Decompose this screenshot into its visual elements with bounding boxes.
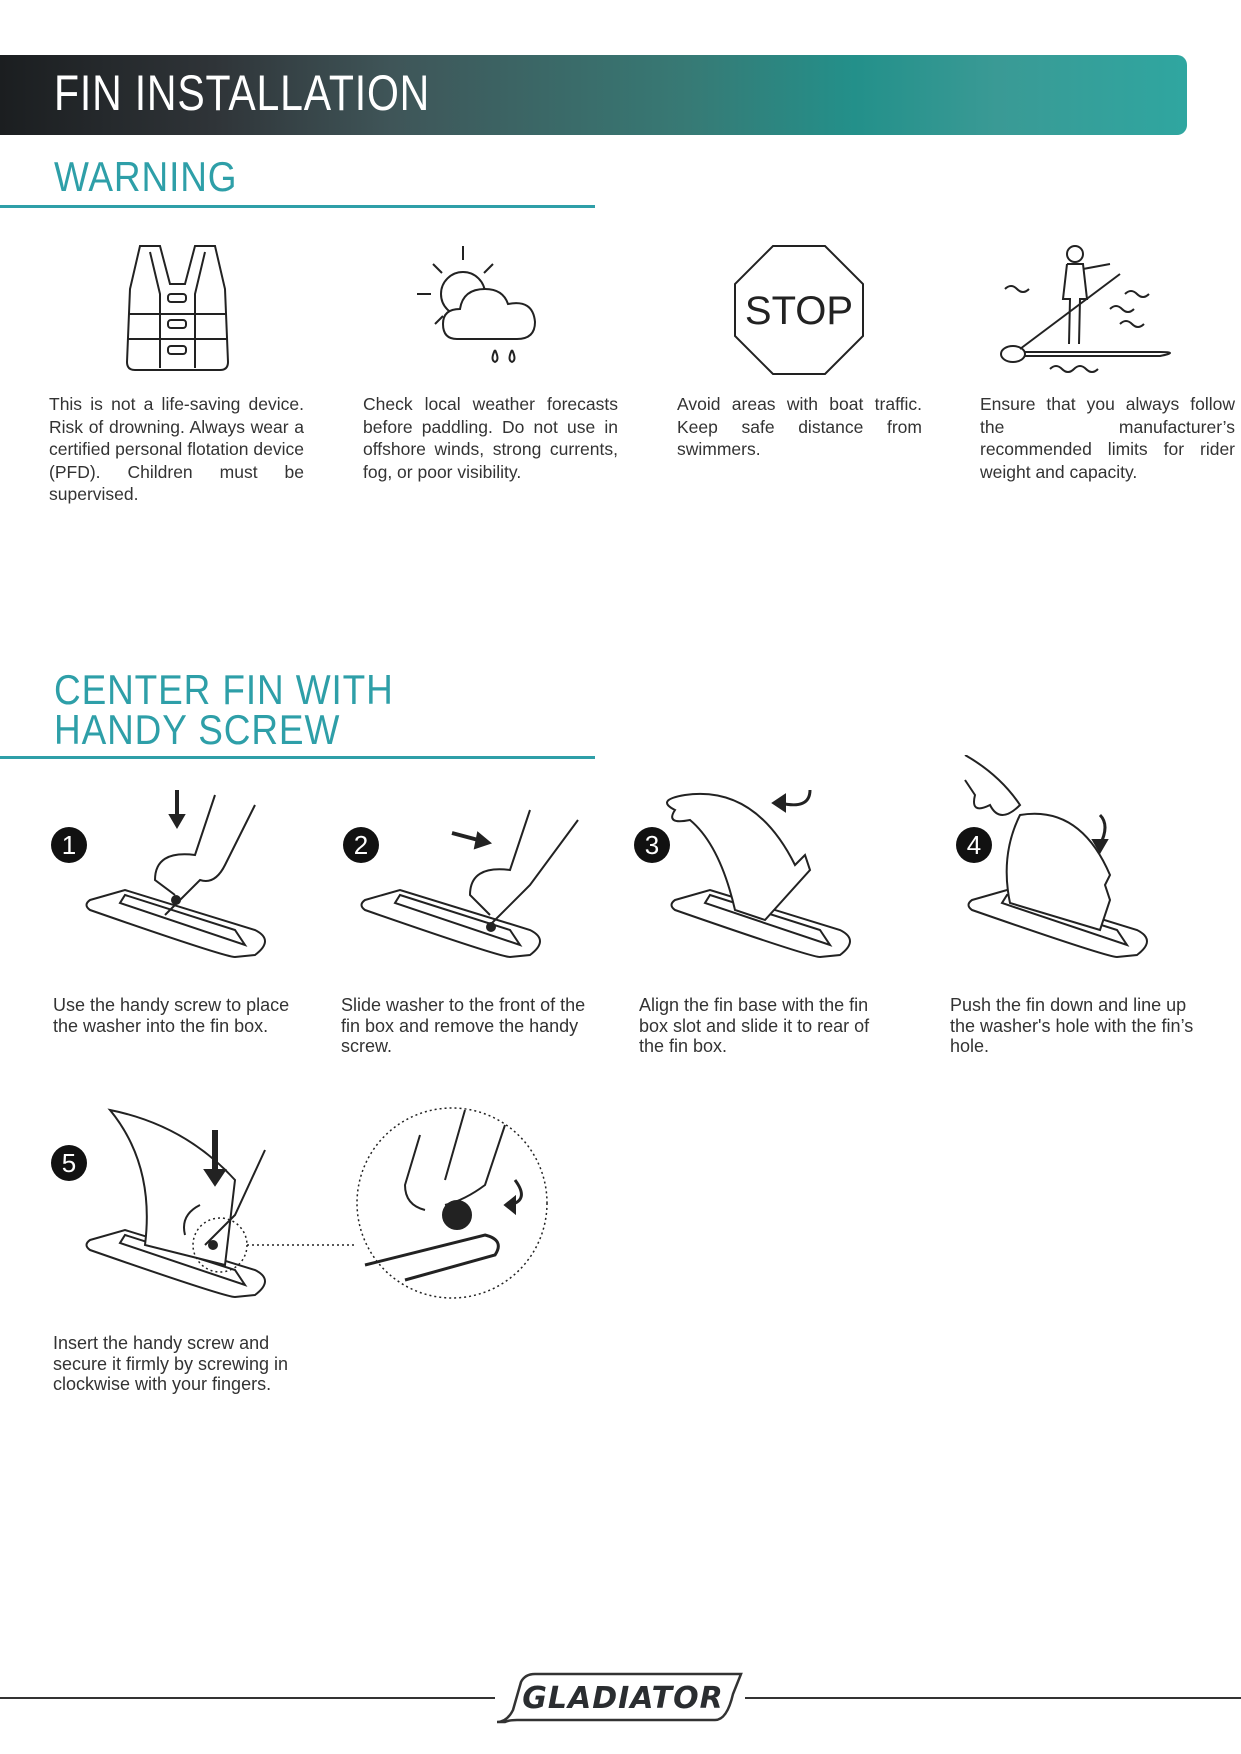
header-banner <box>0 55 1187 135</box>
step-number-5: 5 <box>51 1145 87 1181</box>
step-text-3: Align the fin base with the fin box slot… <box>639 995 870 1057</box>
stop-sign-icon: STOP <box>734 245 864 375</box>
step-text-4: Push the fin down and line up the washer… <box>950 995 1194 1057</box>
step-number-3: 3 <box>634 827 670 863</box>
warning-text-traffic: Avoid areas with boat traffic. Keep safe… <box>677 394 922 460</box>
center-fin-divider <box>0 756 595 759</box>
step-number-1: 1 <box>51 827 87 863</box>
stop-sign-text: STOP <box>745 289 853 333</box>
svg-text:GLADIATOR: GLADIATOR <box>522 1681 723 1716</box>
center-fin-heading-line1: CENTER FIN WITH <box>54 666 394 713</box>
step-number-4: 4 <box>956 827 992 863</box>
gladiator-logo: GLADIATOR <box>495 1672 745 1724</box>
paddleboarder-icon <box>1000 245 1171 373</box>
page-title: FIN INSTALLATION <box>54 65 431 121</box>
warning-text-weather: Check local weather forecasts before pad… <box>363 394 618 482</box>
weather-icon <box>417 246 537 364</box>
step-number-2: 2 <box>343 827 379 863</box>
step-text-1: Use the handy screw to place the washer … <box>53 995 290 1036</box>
step3-illustration <box>666 789 851 959</box>
step1-illustration <box>85 790 266 959</box>
warning-heading: WARNING <box>54 153 238 200</box>
warning-text-capacity: Ensure that you always follow the manufa… <box>980 394 1235 482</box>
warning-divider <box>0 205 595 208</box>
step5-illustration <box>85 1107 548 1299</box>
step2-illustration <box>360 809 579 959</box>
warning-text-pfd: This is not a life-saving device. Risk o… <box>49 394 304 505</box>
step-text-2: Slide washer to the front of the fin box… <box>341 995 586 1057</box>
step4-illustration <box>964 755 1148 959</box>
step-text-5: Insert the handy screw and secure it fir… <box>53 1333 289 1395</box>
life-vest-icon <box>125 245 230 371</box>
center-fin-heading-line2: HANDY SCREW <box>54 706 341 753</box>
